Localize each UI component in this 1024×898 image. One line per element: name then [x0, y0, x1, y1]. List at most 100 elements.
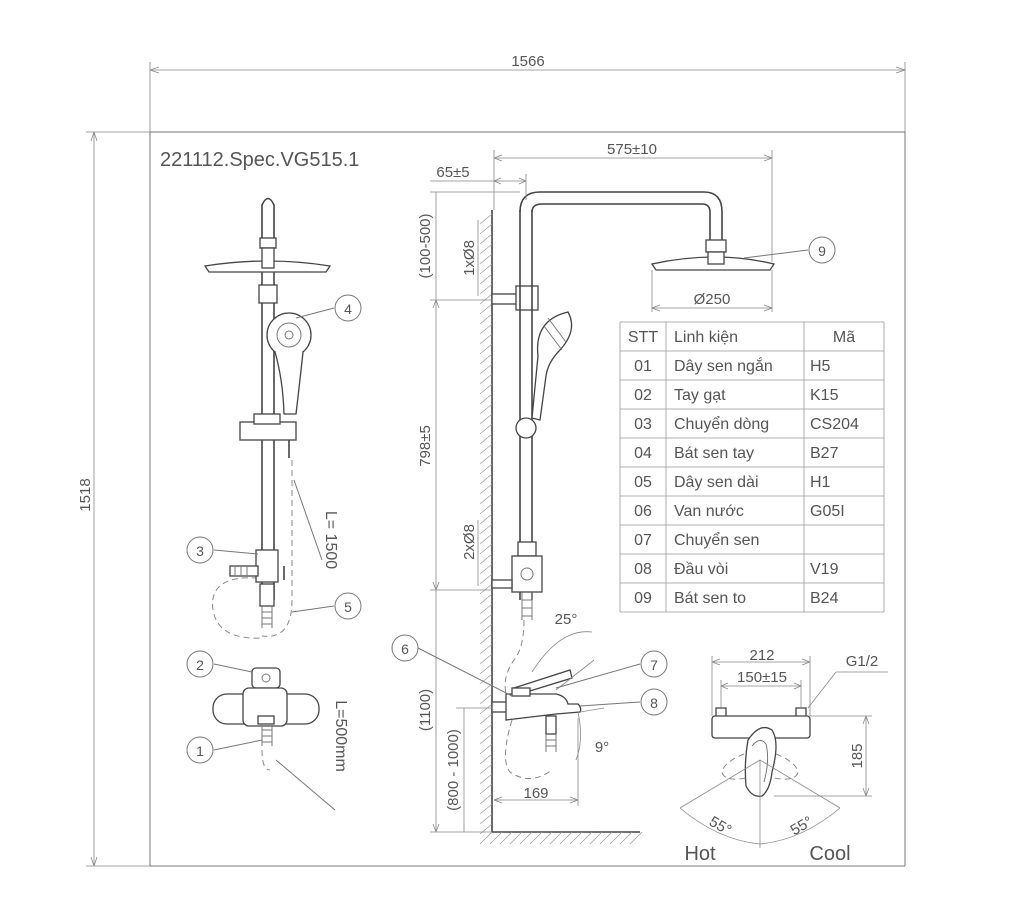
head-diameter-dimension: Ø250	[651, 270, 773, 312]
svg-text:(100-500): (100-500)	[417, 213, 434, 278]
svg-text:2: 2	[196, 657, 204, 673]
side-view	[491, 191, 776, 779]
valve-top-view	[679, 707, 841, 848]
table-cell-part: Linh kiện	[674, 329, 738, 346]
spout-length-dimension: 169	[493, 718, 579, 806]
table-row: 08 Đầu vòi V19	[634, 561, 838, 578]
valve-height-dimension: (1100)	[417, 590, 492, 833]
wall-and-floor	[479, 210, 643, 845]
svg-text:2xØ8: 2xØ8	[461, 524, 478, 560]
valve-width-dimension: 212	[711, 647, 811, 716]
table-cell-code: G05I	[810, 503, 845, 520]
svg-text:798±5: 798±5	[417, 425, 434, 467]
table-cell-code: H1	[810, 474, 831, 491]
callout-9: 9	[743, 236, 836, 264]
hose-short-leader	[275, 759, 336, 811]
table-cell-part: Chuyển sen	[674, 531, 759, 549]
overall-height-dimension: 1518	[77, 131, 150, 867]
table-cell-code: K15	[810, 387, 839, 404]
table-cell-part: Van nước	[674, 503, 744, 520]
wall-offset-dimension: 65±5	[430, 164, 527, 200]
svg-text:(1100): (1100)	[417, 689, 434, 731]
top-range-dimension: (100-500)	[417, 191, 520, 301]
svg-text:Ø250: Ø250	[694, 291, 731, 308]
hose-short-label: L=500mm	[332, 700, 349, 772]
table-cell-part: Tay gạt	[674, 387, 726, 404]
callout-5: 5	[291, 592, 362, 620]
svg-text:1xØ8: 1xØ8	[461, 240, 478, 276]
floor-range-dimension: (800 - 1000)	[445, 707, 492, 832]
svg-text:4: 4	[344, 301, 352, 317]
drawing-frame	[149, 131, 906, 867]
lever-angle: 25°	[531, 611, 595, 691]
hose-long-label: L= 1500	[322, 511, 339, 569]
svg-text:150±15: 150±15	[737, 669, 787, 686]
table-cell-stt: 06	[634, 503, 652, 520]
table-cell-stt: 04	[634, 445, 652, 462]
table-cell-code: Mã	[833, 329, 855, 346]
cool-label: Cool	[809, 843, 850, 865]
table-cell-part: Dây sen ngắn	[674, 356, 773, 375]
table-row: 01 Dây sen ngắn H5	[634, 356, 830, 375]
table-row: 04 Bát sen tay B27	[634, 445, 838, 462]
callout-4: 4	[295, 294, 362, 322]
overall-height-label: 1518	[77, 478, 94, 511]
svg-text:9: 9	[818, 243, 826, 259]
table-cell-stt: 05	[634, 474, 652, 491]
table-cell-code: V19	[810, 561, 839, 578]
table-cell-stt: STT	[628, 329, 658, 346]
table-cell-stt: 08	[634, 561, 652, 578]
svg-text:9°: 9°	[595, 739, 609, 756]
svg-text:169: 169	[523, 785, 548, 802]
table-cell-part: Chuyển dòng	[674, 415, 769, 433]
table-row: 05 Dây sen dài H1	[634, 474, 830, 491]
hot-angle-label: 55°	[706, 813, 734, 839]
arm-length-dimension: 575±10	[493, 141, 773, 262]
callout-3: 3	[186, 536, 259, 564]
riser-height-dimension: 798±5	[417, 299, 492, 591]
table-row: 06 Van nước G05I	[634, 503, 845, 520]
lower-connector-label: 2xØ8	[461, 520, 479, 586]
callout-8: 8	[579, 688, 668, 716]
svg-text:575±10: 575±10	[607, 141, 657, 158]
table-row: 07 Chuyển sen	[634, 531, 759, 549]
callout-7: 7	[555, 650, 668, 689]
table-header: STT Linh kiện Mã	[628, 329, 855, 346]
table-cell-part: Bát sen tay	[674, 445, 754, 462]
valve-centers-dimension: 150±15	[720, 669, 802, 708]
spec-code: 221112.Spec.VG515.1	[160, 149, 359, 171]
callout-6: 6	[391, 634, 513, 697]
svg-text:25°: 25°	[555, 611, 578, 628]
table-cell-stt: 01	[634, 358, 652, 375]
front-view	[203, 197, 332, 771]
overall-width-label: 1566	[511, 53, 544, 70]
callout-1: 1	[186, 736, 263, 764]
hose-long-leader	[293, 479, 323, 561]
svg-text:65±5: 65±5	[436, 164, 469, 181]
table-cell-stt: 07	[634, 532, 652, 549]
top-connector-label: 1xØ8	[461, 220, 479, 296]
table-cell-part: Đầu vòi	[674, 561, 728, 578]
table-cell-code: B27	[810, 445, 839, 462]
svg-text:3: 3	[196, 543, 204, 559]
table-cell-code: H5	[810, 358, 831, 375]
valve-depth-dimension: 185	[774, 715, 872, 797]
table-cell-stt: 09	[634, 590, 652, 607]
svg-text:1: 1	[196, 743, 204, 759]
svg-text:212: 212	[749, 647, 774, 664]
spout-angle: 9°	[575, 707, 609, 761]
table-cell-part: Dây sen dài	[674, 474, 759, 491]
svg-text:G1/2: G1/2	[846, 653, 879, 670]
overall-width-dimension: 1566	[149, 53, 906, 132]
svg-text:8: 8	[650, 695, 658, 711]
svg-text:6: 6	[401, 641, 409, 657]
table-cell-part: Bát sen to	[674, 590, 746, 607]
table-cell-code: B24	[810, 590, 839, 607]
cool-angle-label: 55°	[788, 813, 816, 839]
table-row: 09 Bát sen to B24	[634, 590, 838, 607]
callout-2: 2	[186, 650, 253, 678]
svg-text:(800 - 1000): (800 - 1000)	[445, 729, 462, 811]
